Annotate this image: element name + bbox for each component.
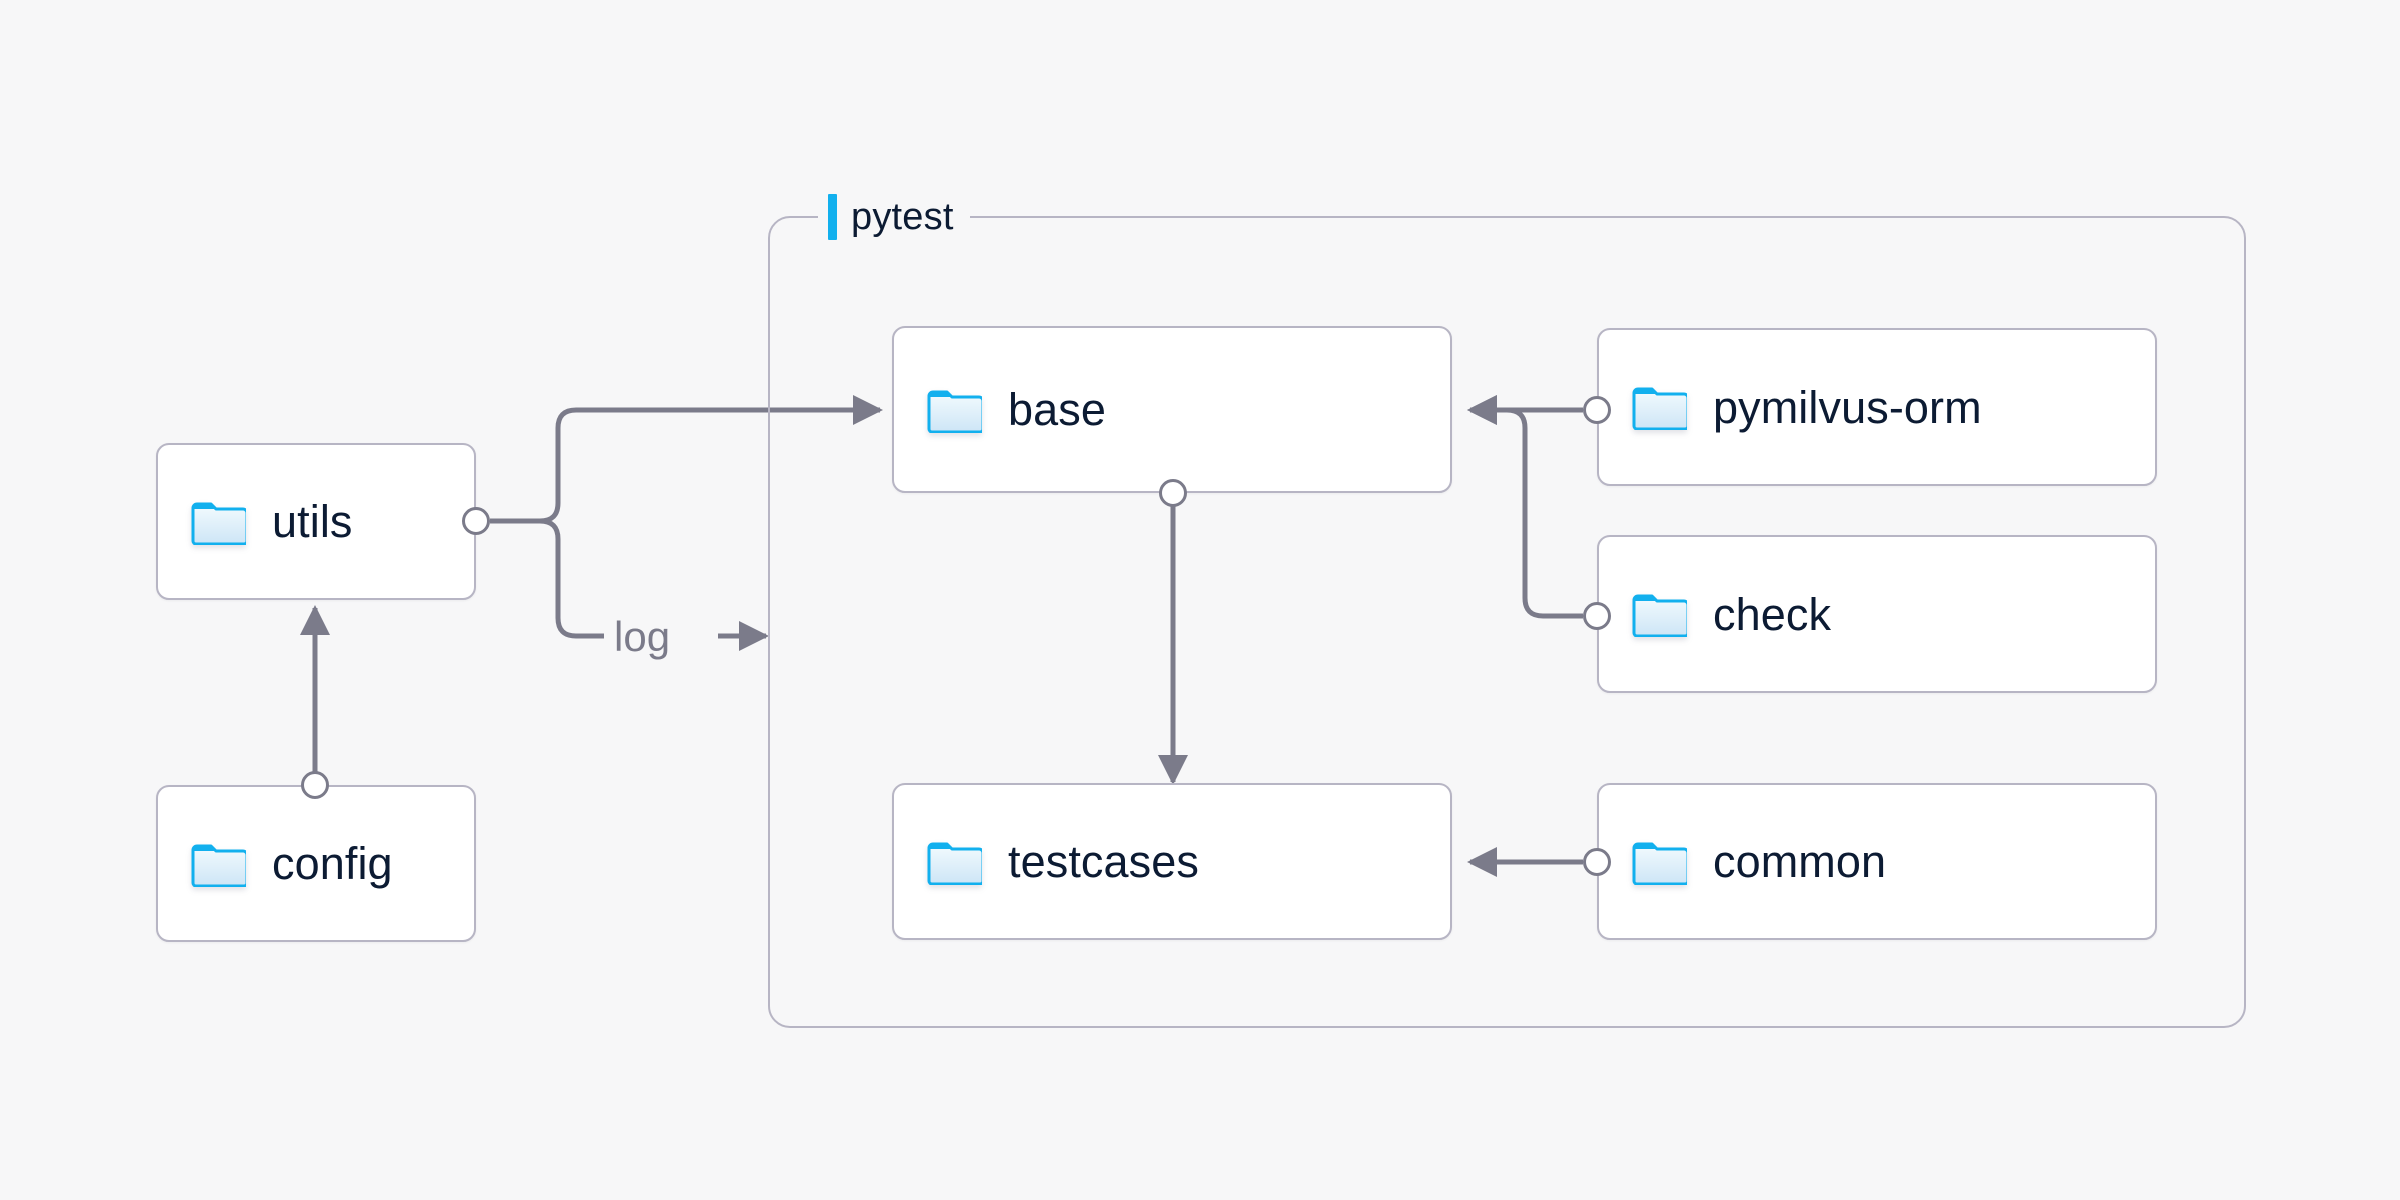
node-utils[interactable]: utils <box>156 443 476 600</box>
node-utils-content: utils <box>158 499 353 545</box>
port-pymilvus-orm-left[interactable] <box>1583 396 1611 424</box>
node-base[interactable]: base <box>892 326 1452 493</box>
folder-icon <box>191 502 246 545</box>
folder-icon <box>927 390 982 433</box>
pytest-group-label: pytest <box>818 190 970 244</box>
node-pymilvus-orm-label: pymilvus-orm <box>1713 381 1982 433</box>
port-base-bottom[interactable] <box>1159 479 1187 507</box>
node-check-label: check <box>1713 588 1832 640</box>
node-base-content: base <box>894 387 1106 433</box>
edge-utils-log <box>539 518 604 639</box>
pytest-label-text: pytest <box>851 196 954 238</box>
port-utils-right[interactable] <box>462 507 490 535</box>
edge-label-log: log <box>604 614 681 660</box>
node-base-label: base <box>1008 384 1106 435</box>
pytest-accent-bar <box>828 194 837 240</box>
node-config-content: config <box>158 841 393 887</box>
node-common-content: common <box>1599 839 1886 885</box>
node-common-label: common <box>1713 836 1887 887</box>
folder-icon <box>1632 594 1687 637</box>
pytest-group-container <box>768 216 2246 1028</box>
port-check-left[interactable] <box>1583 602 1611 630</box>
node-check-content: check <box>1599 591 1831 637</box>
node-pymilvus-orm-content: pymilvus-orm <box>1599 384 1982 430</box>
port-config-top[interactable] <box>301 771 329 799</box>
node-testcases-content: testcases <box>894 839 1199 885</box>
folder-icon <box>1632 842 1687 885</box>
port-common-left[interactable] <box>1583 848 1611 876</box>
node-common[interactable]: common <box>1597 783 2157 940</box>
node-config-label: config <box>272 838 393 889</box>
folder-icon <box>191 844 246 887</box>
folder-icon <box>927 842 982 885</box>
node-testcases-label: testcases <box>1008 836 1199 887</box>
node-check[interactable]: check <box>1597 535 2157 693</box>
node-testcases[interactable]: testcases <box>892 783 1452 940</box>
node-utils-label: utils <box>272 496 353 547</box>
node-config[interactable]: config <box>156 785 476 942</box>
node-pymilvus-orm[interactable]: pymilvus-orm <box>1597 328 2157 486</box>
folder-icon <box>1632 387 1687 430</box>
